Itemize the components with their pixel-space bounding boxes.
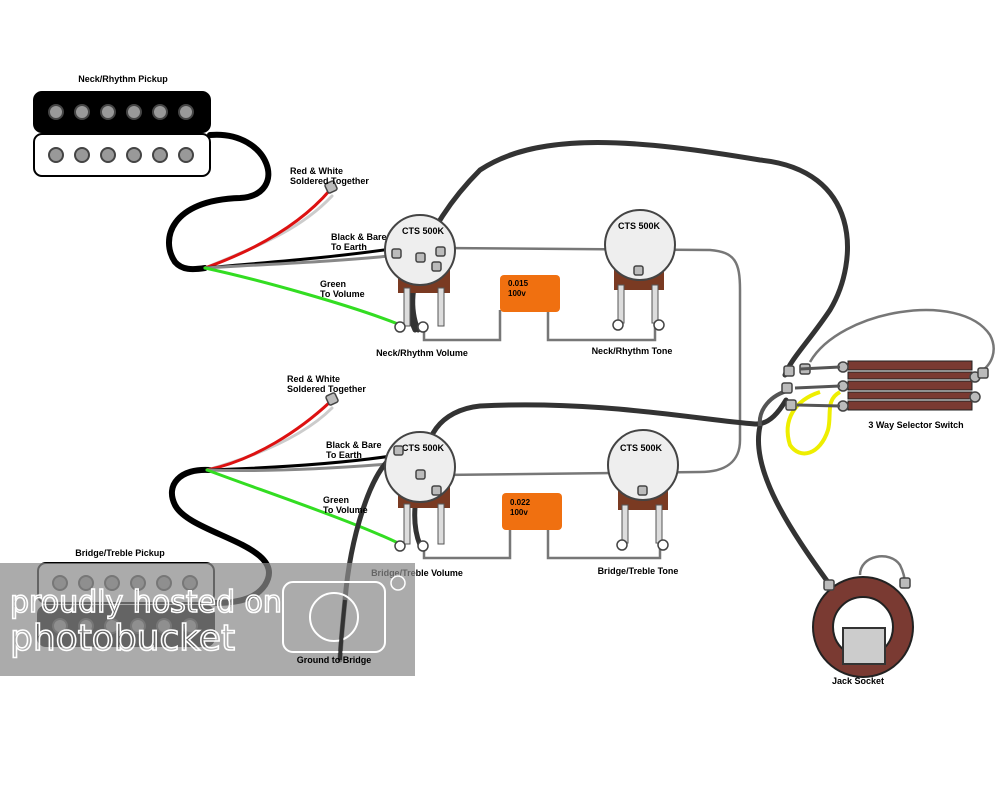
neck-green-note-1: Green xyxy=(320,279,346,289)
bridge-red-white-note-2: Soldered Together xyxy=(287,384,366,394)
neck-red-lead xyxy=(203,188,332,270)
bridge-tone-label: Bridge/Treble Tone xyxy=(598,566,679,576)
jack-label: Jack Socket xyxy=(832,676,884,686)
bridge-tone-capacitor xyxy=(502,493,562,530)
jack-socket xyxy=(812,576,914,678)
watermark-line-2: photobucket xyxy=(10,618,235,659)
neck-tone-pot xyxy=(604,209,676,331)
neck-pickup xyxy=(33,91,211,177)
neck-red-white-note-2: Soldered Together xyxy=(290,176,369,186)
bridge-volume-pot xyxy=(384,431,456,552)
switch-label: 3 Way Selector Switch xyxy=(868,420,963,430)
neck-red-white-terminal xyxy=(324,180,338,194)
neck-volume-label: Neck/Rhythm Volume xyxy=(376,348,468,358)
neck-black-bare-note-2: To Earth xyxy=(331,242,367,252)
neck-green-note-2: To Volume xyxy=(320,289,365,299)
bridge-red-lead xyxy=(205,400,332,472)
pot-lug-terminals xyxy=(391,246,648,496)
neck-tone-pot-text: CTS 500K xyxy=(618,221,661,231)
bridge-red-white-note-1: Red & White xyxy=(287,374,340,384)
bridge-green-note-1: Green xyxy=(323,495,349,505)
neck-tone-capacitor xyxy=(500,275,560,312)
bridge-green-note-2: To Volume xyxy=(323,505,368,515)
selector-switch xyxy=(781,360,989,412)
ground-label: Ground to Bridge xyxy=(297,655,372,665)
bridge-capacitor-voltage: 100v xyxy=(510,508,528,517)
neck-capacitor-voltage: 100v xyxy=(508,289,526,298)
bridge-green-lead xyxy=(205,468,400,545)
neck-pickup-label: Neck/Rhythm Pickup xyxy=(78,74,168,84)
ground-wire-tail xyxy=(338,599,347,661)
photobucket-watermark: proudly hosted on photobucket xyxy=(0,563,415,676)
bridge-volume-pot-text: CTS 500K xyxy=(402,443,445,453)
bridge-black-bare-note-2: To Earth xyxy=(326,450,362,460)
bridge-capacitor-value: 0.022 xyxy=(510,498,531,507)
bridge-black-lead xyxy=(205,461,402,473)
camera-icon xyxy=(282,581,386,653)
neck-tone-label: Neck/Rhythm Tone xyxy=(592,346,673,356)
bridge-red-white-terminal xyxy=(325,392,339,406)
bridge-tone-pot xyxy=(607,429,679,551)
neck-green-lead xyxy=(203,266,400,326)
watermark-line-1: proudly hosted on xyxy=(10,585,282,620)
registered-icon xyxy=(390,575,406,591)
bridge-black-bare-note-1: Black & Bare xyxy=(326,440,382,450)
neck-pickup-cable xyxy=(165,131,272,273)
bridge-tone-pot-text: CTS 500K xyxy=(620,443,663,453)
bridge-volume-label: Bridge/Treble Volume xyxy=(371,568,463,578)
camera-lens-icon xyxy=(309,592,359,642)
neck-red-white-note-1: Red & White xyxy=(290,166,343,176)
neck-capacitor-value: 0.015 xyxy=(508,279,529,288)
neck-volume-pot-text: CTS 500K xyxy=(402,226,445,236)
neck-black-lead xyxy=(203,253,402,270)
neck-black-bare-note-1: Black & Bare xyxy=(331,232,387,242)
bridge-pickup-label: Bridge/Treble Pickup xyxy=(75,548,165,558)
switch-yellow-jumper xyxy=(785,390,842,456)
